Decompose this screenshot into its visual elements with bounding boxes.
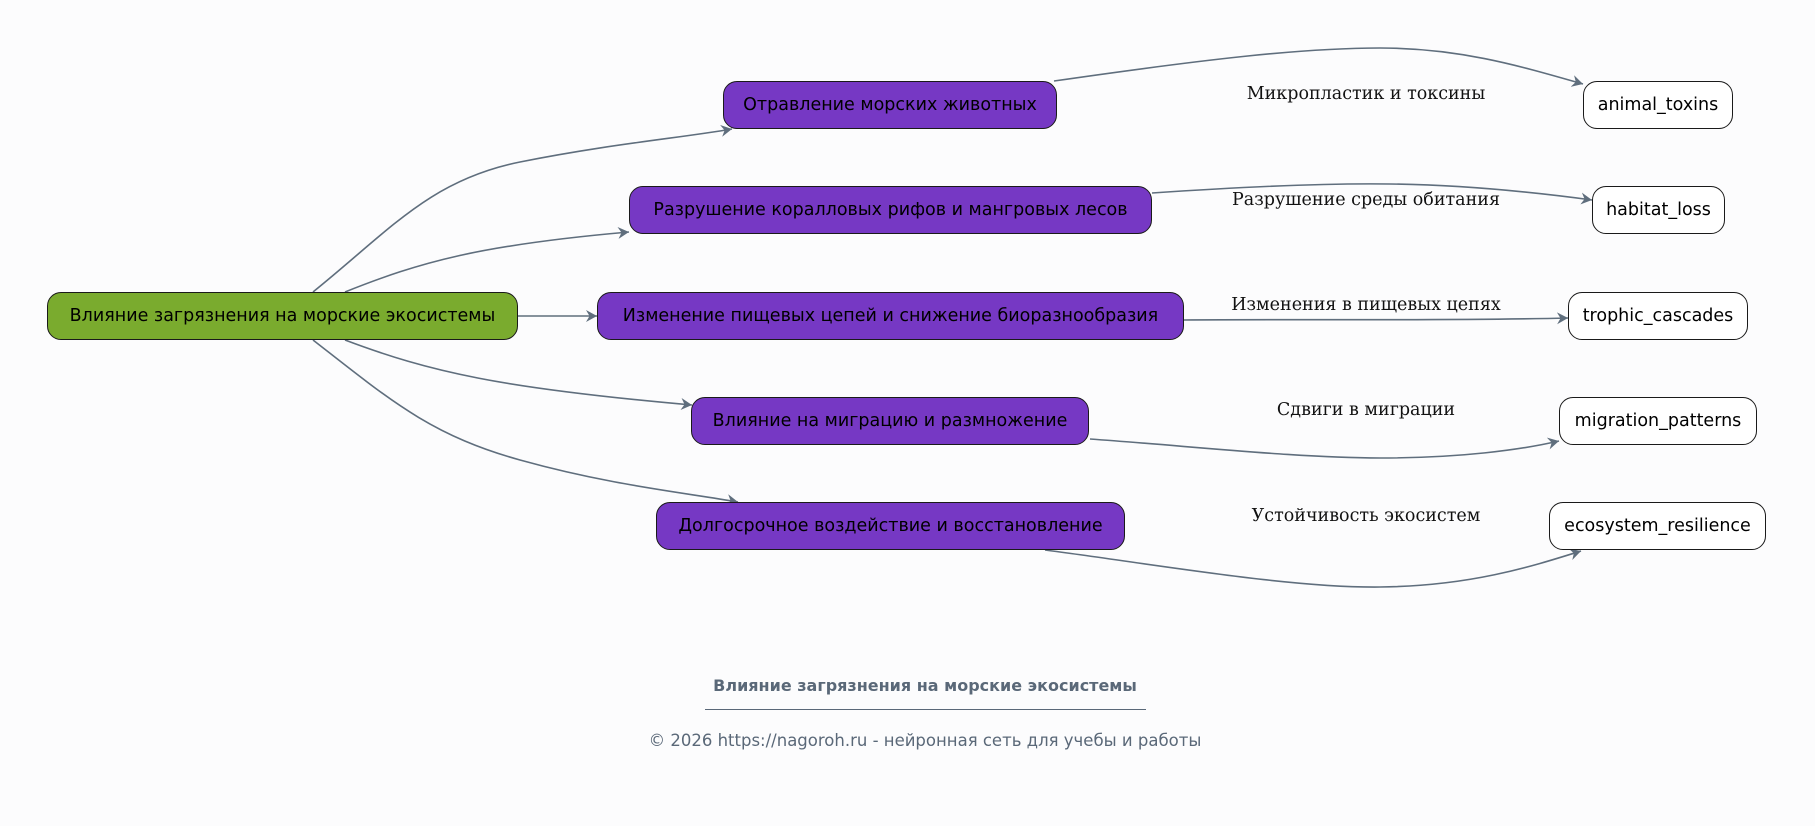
branch-node-label: Разрушение коралловых рифов и мангровых … xyxy=(653,200,1128,220)
footer-copyright: © 2026 https://nagoroh.ru - нейронная се… xyxy=(648,731,1202,750)
edge-branch-5-to-leaf xyxy=(1044,548,1582,588)
edge-root-to-branch-1 xyxy=(312,124,733,293)
edge-branch-4-to-leaf xyxy=(1089,437,1560,459)
edge-label: Устойчивость экосистем xyxy=(1251,506,1481,526)
leaf-node-label: ecosystem_resilience xyxy=(1564,516,1751,536)
leaf-node-label: trophic_cascades xyxy=(1582,306,1734,326)
root-node-label: Влияние загрязнения на морские экосистем… xyxy=(69,306,496,326)
branch-node-poisoning[interactable]: Отравление морских животных xyxy=(723,81,1057,129)
leaf-node-animal-toxins[interactable]: animal_toxins xyxy=(1583,81,1733,129)
branch-node-label: Долгосрочное воздействие и восстановлени… xyxy=(678,516,1103,536)
branch-node-food-chains[interactable]: Изменение пищевых цепей и снижение биора… xyxy=(597,292,1184,340)
leaf-node-label: migration_patterns xyxy=(1574,411,1742,431)
edge-branch-3-to-leaf xyxy=(1183,312,1569,325)
leaf-node-migration-patterns[interactable]: migration_patterns xyxy=(1559,397,1757,445)
edge-label: Изменения в пищевых цепях xyxy=(1231,295,1501,315)
leaf-node-trophic-cascades[interactable]: trophic_cascades xyxy=(1568,292,1748,340)
edge-label: Разрушение среды обитания xyxy=(1232,190,1500,210)
edge-branch-1-to-leaf xyxy=(1053,47,1584,87)
leaf-node-habitat-loss[interactable]: habitat_loss xyxy=(1592,186,1725,234)
edge-root-to-branch-5 xyxy=(312,339,739,507)
branch-node-habitat-destruction[interactable]: Разрушение коралловых рифов и мангровых … xyxy=(629,186,1152,234)
edge-branch-2-to-leaf xyxy=(1151,183,1593,205)
leaf-node-label: habitat_loss xyxy=(1606,200,1711,220)
edge-root-to-branch-2 xyxy=(344,226,630,293)
edge-label: Микропластик и токсины xyxy=(1246,84,1486,104)
leaf-node-label: animal_toxins xyxy=(1597,95,1719,115)
branch-node-label: Отравление морских животных xyxy=(743,95,1037,115)
leaf-node-ecosystem-resilience[interactable]: ecosystem_resilience xyxy=(1549,502,1766,550)
root-node[interactable]: Влияние загрязнения на морские экосистем… xyxy=(47,292,518,340)
footer-divider xyxy=(705,709,1146,710)
edge-label: Сдвиги в миграции xyxy=(1276,400,1456,420)
edge-root-to-branch-4 xyxy=(344,339,693,411)
footer-title: Влияние загрязнения на морские экосистем… xyxy=(713,676,1137,695)
branch-node-label: Влияние на миграцию и размножение xyxy=(712,411,1068,431)
branch-node-migration[interactable]: Влияние на миграцию и размножение xyxy=(691,397,1089,445)
branch-node-label: Изменение пищевых цепей и снижение биора… xyxy=(622,306,1159,326)
branch-node-long-term[interactable]: Долгосрочное воздействие и восстановлени… xyxy=(656,502,1125,550)
